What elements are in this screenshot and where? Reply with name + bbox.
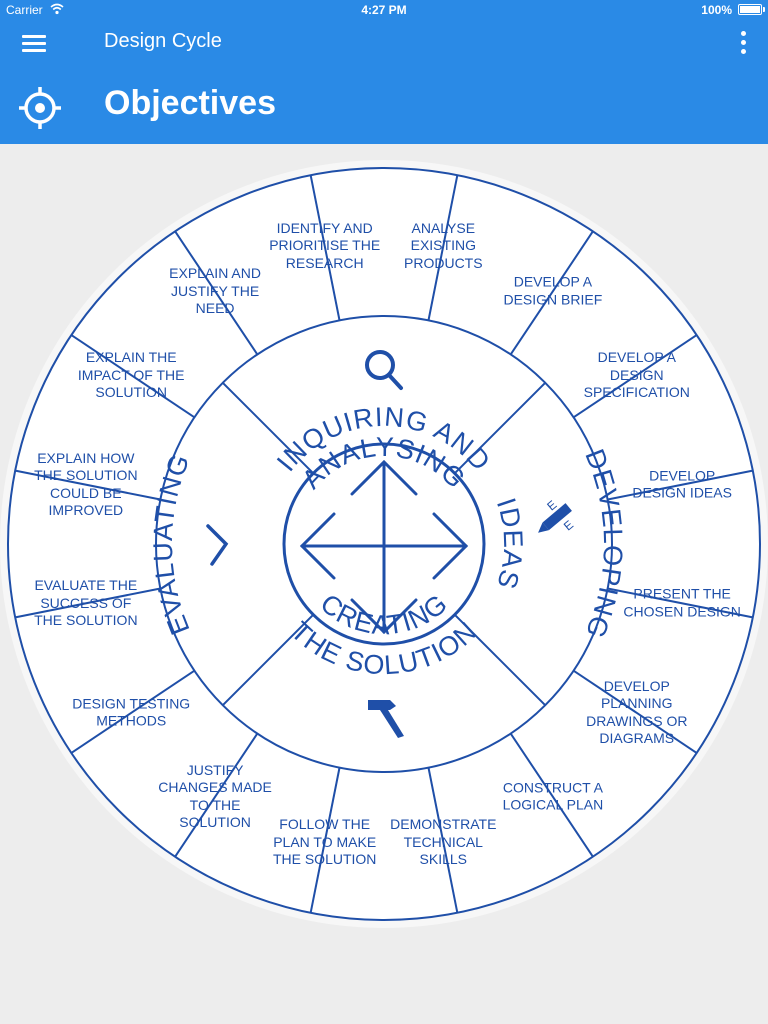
segment-divider bbox=[607, 587, 753, 619]
wheel-segment-objective[interactable]: Present the chosen design bbox=[623, 585, 741, 620]
phase-divider bbox=[222, 382, 314, 474]
segment-divider bbox=[174, 733, 259, 858]
hammer-icon bbox=[368, 700, 404, 738]
page-title: Objectives bbox=[104, 84, 276, 122]
segment-divider bbox=[15, 469, 161, 501]
phase-divider bbox=[454, 382, 546, 474]
segment-divider bbox=[309, 175, 341, 321]
phase-divider bbox=[222, 614, 314, 706]
segment-divider bbox=[15, 587, 161, 619]
segment-divider bbox=[509, 733, 594, 858]
segment-divider bbox=[174, 230, 259, 355]
app-title: Design Cycle bbox=[104, 30, 222, 52]
wheel-segment-objective[interactable]: Identify and prioritise the research bbox=[269, 219, 381, 271]
carrier-label: Carrier bbox=[6, 3, 43, 17]
crosshair-target-icon bbox=[19, 87, 61, 129]
wheel-segment-objective[interactable]: Construct a logical plan bbox=[502, 779, 604, 813]
wheel-segment-objective[interactable]: Develop a design specification bbox=[583, 348, 690, 400]
wheel-segment-objective[interactable]: Justify changes made to the solution bbox=[158, 761, 272, 831]
checkmark-icon bbox=[206, 524, 229, 566]
wheel-segment-objective[interactable]: Develop design ideas bbox=[632, 467, 732, 501]
segment-divider bbox=[427, 175, 459, 321]
battery-percent: 100% bbox=[701, 3, 732, 17]
wheel-segment-objective[interactable]: Explain and justify the need bbox=[169, 264, 261, 316]
segment-divider bbox=[607, 469, 753, 501]
phase-dividers bbox=[222, 382, 546, 706]
wheel-segment-objective[interactable]: Explain the impact of the solution bbox=[77, 348, 185, 400]
more-vertical-icon[interactable] bbox=[732, 30, 754, 56]
segment-divider bbox=[70, 669, 195, 754]
segment-divider bbox=[70, 334, 195, 419]
wheel-graphic: INQUIRING AND ANALYSING DEVELOPING IDEAS… bbox=[0, 160, 768, 928]
magnifier-icon bbox=[365, 350, 403, 390]
app-header: Design Cycle Objectives bbox=[0, 20, 768, 144]
wifi-icon bbox=[50, 3, 64, 15]
segment-divider bbox=[573, 334, 698, 419]
wheel-segment-objective[interactable]: Explain how the solution could be improv… bbox=[34, 449, 138, 519]
segment-divider bbox=[427, 767, 459, 913]
design-cycle-wheel: INQUIRING AND ANALYSING DEVELOPING IDEAS… bbox=[0, 144, 768, 944]
status-bar: Carrier 4:27 PM 100% bbox=[0, 0, 768, 20]
wheel-segment-objective[interactable]: Follow the plan to make the solution bbox=[272, 815, 377, 867]
status-time: 4:27 PM bbox=[361, 3, 407, 17]
four-way-arrows-icon bbox=[299, 459, 469, 635]
battery-tip bbox=[763, 7, 765, 12]
segment-divider bbox=[509, 230, 594, 355]
wheel-segment-objective[interactable]: Develop a design brief bbox=[503, 273, 603, 308]
hamburger-menu-icon[interactable] bbox=[22, 32, 48, 54]
wheel-segment-objective[interactable]: Analyse existing products bbox=[404, 219, 483, 271]
wheel-segment-objective[interactable]: Demonstrate technical skills bbox=[390, 815, 497, 867]
segment-dividers bbox=[15, 175, 753, 913]
battery-icon bbox=[738, 4, 762, 15]
wheel-segment-objective[interactable]: Develop planning drawings or diagrams bbox=[586, 677, 688, 747]
wheel-segment-objective[interactable]: Evaluate the success of the solution bbox=[34, 577, 138, 629]
phase-divider bbox=[454, 614, 546, 706]
segment-divider bbox=[573, 669, 698, 754]
wheel-segment-objective[interactable]: Design testing methods bbox=[72, 695, 191, 729]
segment-divider bbox=[309, 767, 341, 913]
